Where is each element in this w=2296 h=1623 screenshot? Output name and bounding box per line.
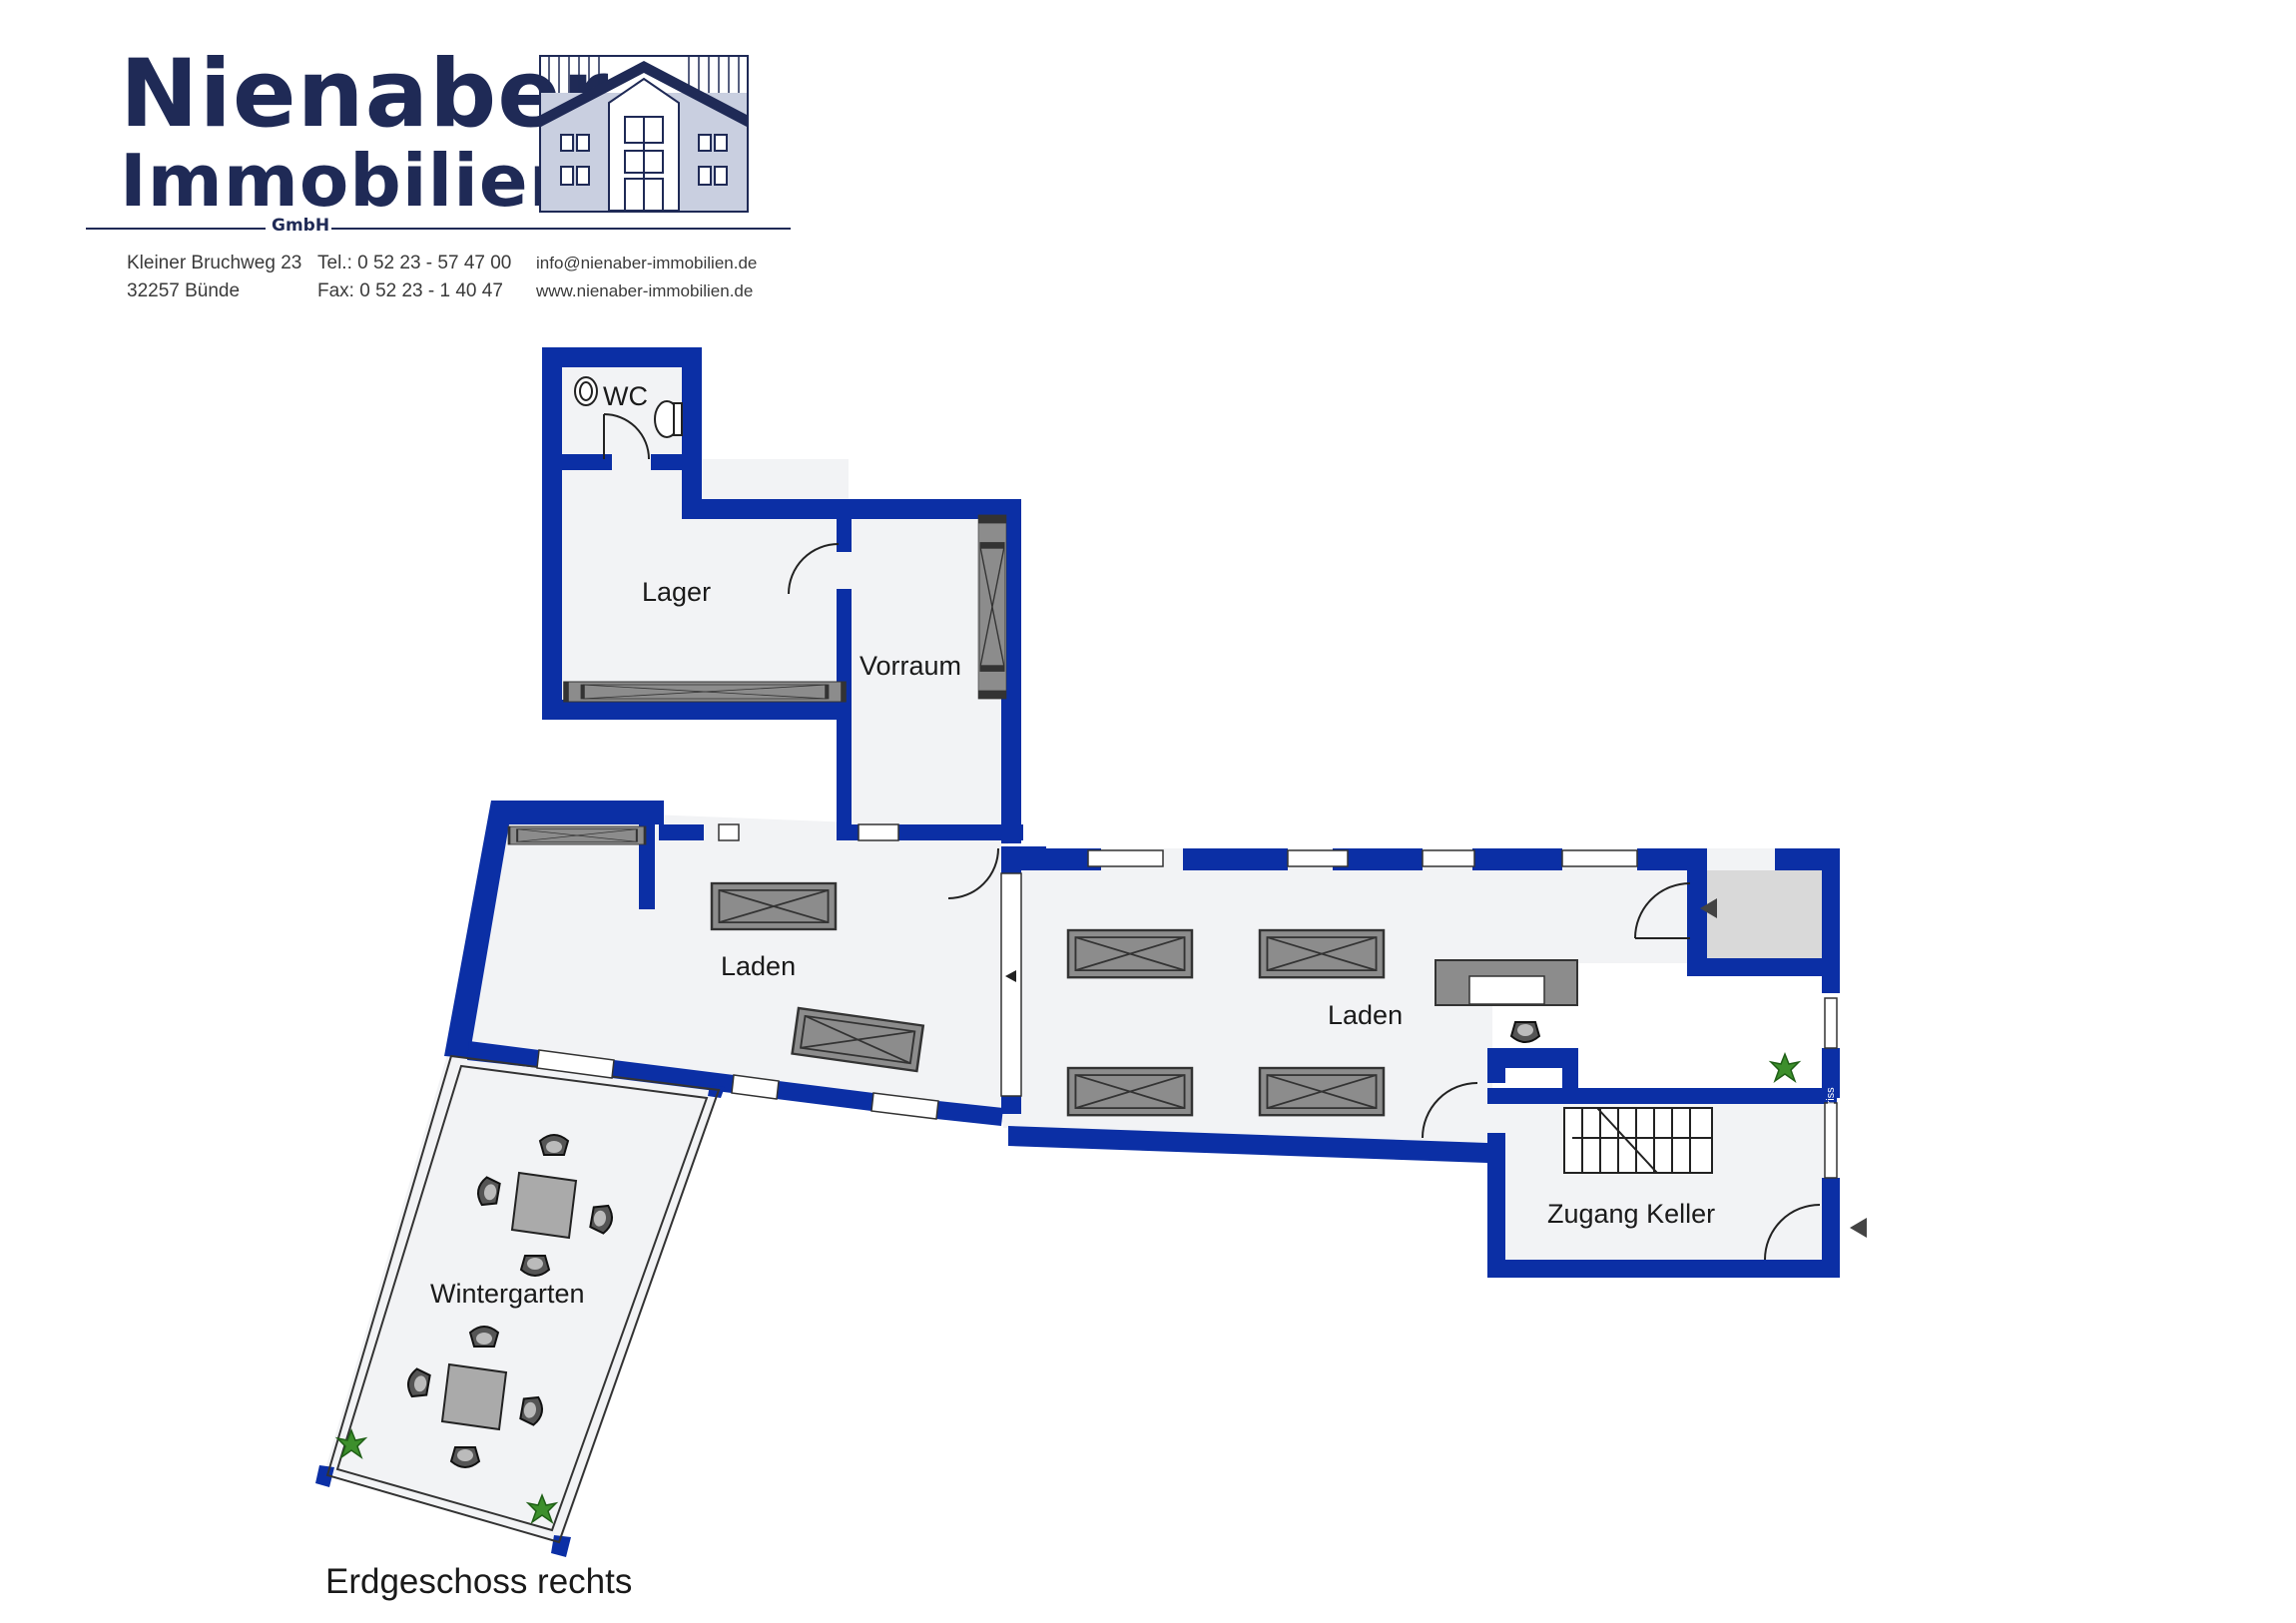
shelf-2 (1258, 928, 1386, 979)
room-label-laden-left: Laden (721, 951, 796, 981)
arrow-icon (1005, 970, 1016, 982)
brand-name-line1: Nienaber (120, 40, 610, 149)
floor-areas (324, 359, 1832, 1542)
room-label-laden-right: Laden (1328, 1000, 1403, 1030)
doors (603, 413, 1821, 1261)
address-line2: 32257 Bünde (127, 280, 241, 301)
fax-number: Fax: 0 52 23 - 1 40 47 (317, 280, 503, 301)
counter-chair (1510, 1021, 1540, 1043)
laden-shelf-center (710, 881, 838, 931)
plant-icon (1770, 1053, 1800, 1082)
wc-toilet (574, 376, 683, 438)
shelf-3 (1066, 1066, 1194, 1117)
room-label-zugang-keller: Zugang Keller (1547, 1199, 1715, 1229)
brand-suffix: GmbH (272, 216, 330, 236)
counter (1435, 959, 1578, 1006)
direction-arrow-icon (1700, 898, 1717, 918)
shelf-1 (1066, 928, 1194, 979)
staircase (1563, 1107, 1713, 1174)
furniture (336, 376, 1800, 1523)
website-address: www.nienaber-immobilien.de (536, 281, 754, 300)
lager-shelf (566, 682, 844, 702)
room-label-wc: WC (603, 381, 648, 411)
house-logo-icon (539, 55, 749, 213)
storage-niche (1707, 870, 1822, 958)
room-label-wintergarten: Wintergarten (430, 1279, 585, 1309)
plan-marker: McGundriss (1825, 1087, 1837, 1146)
shelf-4 (1258, 1066, 1386, 1117)
plan-caption: Erdgeschoss rechts (325, 1562, 633, 1601)
walls (315, 347, 1840, 1557)
table-set-1 (474, 1134, 616, 1277)
header-rule-right (331, 228, 791, 230)
room-label-lager: Lager (642, 577, 711, 607)
header-rule-left (86, 228, 266, 230)
room-label-vorraum: Vorraum (860, 651, 961, 681)
brand-name-line2: Immobilien (120, 139, 581, 223)
table-set-2 (404, 1326, 546, 1468)
wintergarten-glazing (325, 1054, 721, 1544)
windows (536, 823, 1838, 1179)
address-line1: Kleiner Bruchweg 23 (127, 253, 302, 273)
email-address: info@nienaber-immobilien.de (536, 254, 758, 272)
vorraum-shelf (978, 519, 1006, 695)
entrance-arrow-icon (1850, 1218, 1867, 1238)
phone-number: Tel.: 0 52 23 - 57 47 00 (317, 253, 512, 273)
laden-shelf-top (507, 824, 647, 846)
